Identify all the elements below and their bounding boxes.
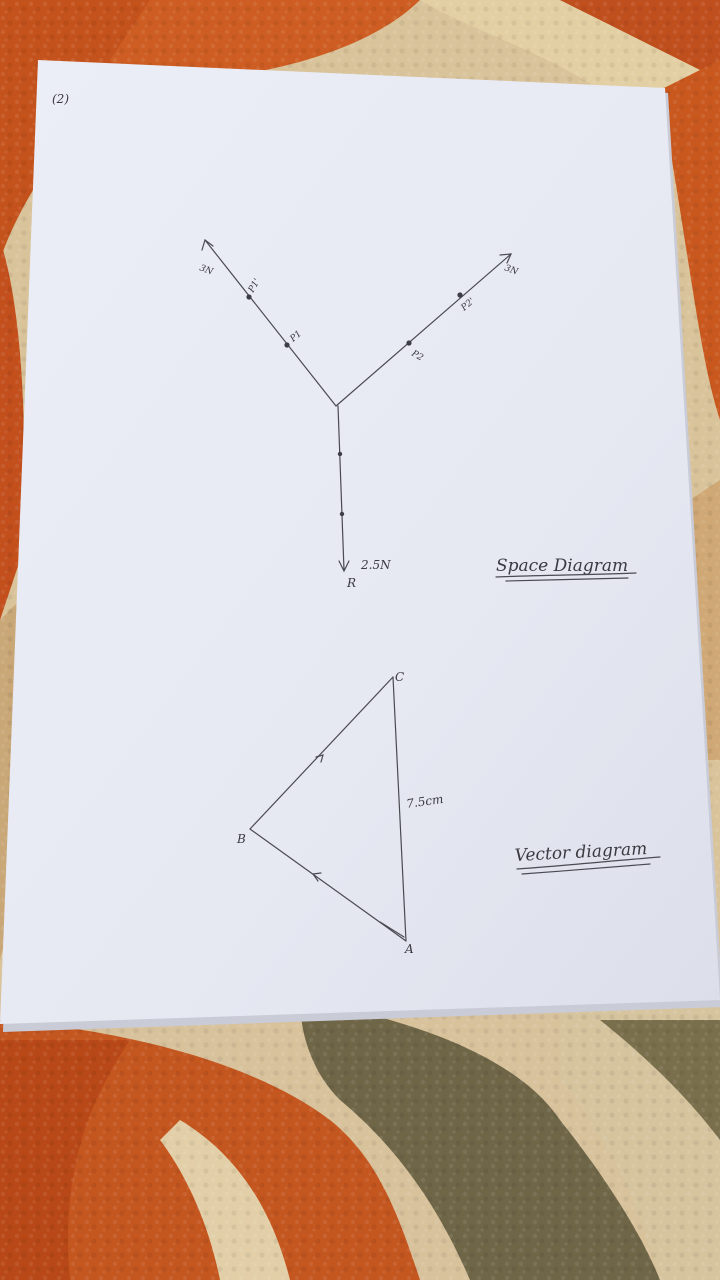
space-diagram-underline-second	[505, 577, 629, 582]
space-diagram-caption: Space Diagram	[496, 556, 628, 576]
page-number-label: (2)	[52, 92, 69, 106]
vertex-b-label: B	[236, 832, 246, 846]
ab-direction-arrow	[311, 872, 322, 882]
space-diagram-underline	[495, 572, 637, 578]
left-force-arrowhead	[201, 239, 214, 251]
left-force-line	[204, 239, 337, 407]
resultant-value: 2.5N	[360, 558, 391, 572]
right-force-arrowhead	[499, 253, 512, 264]
side-bc	[249, 676, 394, 830]
right-force-line	[335, 253, 512, 407]
side-ca	[392, 676, 407, 942]
page-number: (2)	[52, 92, 69, 106]
point-p1	[284, 342, 290, 348]
resultant-line	[337, 405, 345, 571]
right-force-value: 3N	[503, 263, 520, 277]
point-resultant-upper	[337, 451, 343, 457]
left-force-value: 3N	[198, 263, 215, 277]
vector-diagram-underline	[516, 856, 661, 870]
point-p2-prime	[457, 292, 463, 298]
vector-diagram-underline-second	[521, 863, 651, 875]
point-p1-prime	[246, 294, 252, 300]
resultant-arrowhead	[338, 560, 350, 573]
side-ab-retrace	[379, 921, 405, 938]
point-resultant-lower	[339, 511, 345, 517]
paper-sheet	[0, 60, 720, 1032]
vertex-c-label: C	[395, 670, 404, 684]
resultant-label: R	[346, 576, 356, 590]
side-length-label: 7.5cm	[405, 792, 444, 811]
vertex-a-label: A	[404, 942, 414, 956]
space-diagram: 3N P1' P1 3N P2' P2 2.5N R Space Diagram	[198, 239, 637, 590]
point-p2	[406, 340, 412, 346]
bc-direction-arrow	[315, 754, 324, 763]
